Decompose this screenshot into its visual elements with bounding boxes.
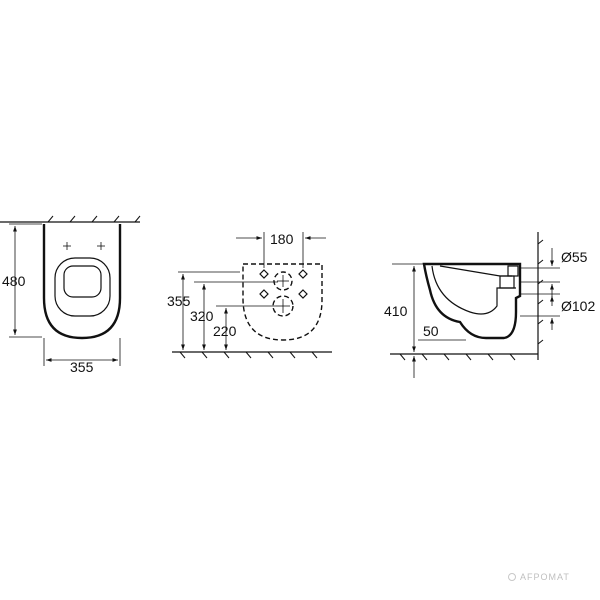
rim-line (439, 265, 512, 277)
bowl-hidden-outline (242, 263, 323, 341)
watermark-logo-icon (508, 573, 516, 581)
fixing-hole-icon (259, 289, 269, 299)
dimension-labels: 480 355 180 355 320 220 410 50 Ø55 Ø102 (2, 231, 595, 375)
watermark-text: AFPOMAT (520, 572, 570, 582)
fixing-hole-icon (97, 242, 105, 250)
inlet-connector (507, 265, 519, 277)
dim-480-label: 480 (2, 273, 26, 289)
front-view (172, 232, 332, 359)
bowl-profile (422, 262, 522, 340)
floor-hatching (399, 353, 516, 361)
seat-outer (54, 257, 111, 317)
dim-410-label: 410 (384, 303, 408, 319)
dim-320-label: 320 (190, 308, 214, 324)
side-view (390, 232, 560, 378)
inlet-circle (273, 271, 293, 291)
outlet-circle (272, 295, 294, 317)
watermark: AFPOMAT (508, 572, 570, 582)
top-view (0, 215, 141, 366)
bowl-outline (42, 224, 122, 340)
dim-outlet-label: Ø102 (561, 298, 595, 314)
fixing-hole-icon (298, 289, 308, 299)
dim-50-label: 50 (423, 323, 439, 339)
dim-inlet-label: Ø55 (561, 249, 588, 265)
dim-355-top-label: 355 (70, 359, 94, 375)
dim-220-label: 220 (213, 323, 237, 339)
fixing-hole-icon (63, 242, 71, 250)
fixing-hole-icon (298, 269, 308, 279)
dim-180-label: 180 (270, 231, 294, 247)
floor-hatching (179, 351, 318, 359)
bowl-inner-curve (431, 265, 516, 315)
outlet-connector (499, 275, 515, 289)
wall-hatching (47, 215, 141, 223)
seat-inner (63, 265, 102, 298)
dim-355-front-label: 355 (167, 293, 191, 309)
fixing-hole-icon (259, 269, 269, 279)
wall-hatching (537, 239, 544, 345)
